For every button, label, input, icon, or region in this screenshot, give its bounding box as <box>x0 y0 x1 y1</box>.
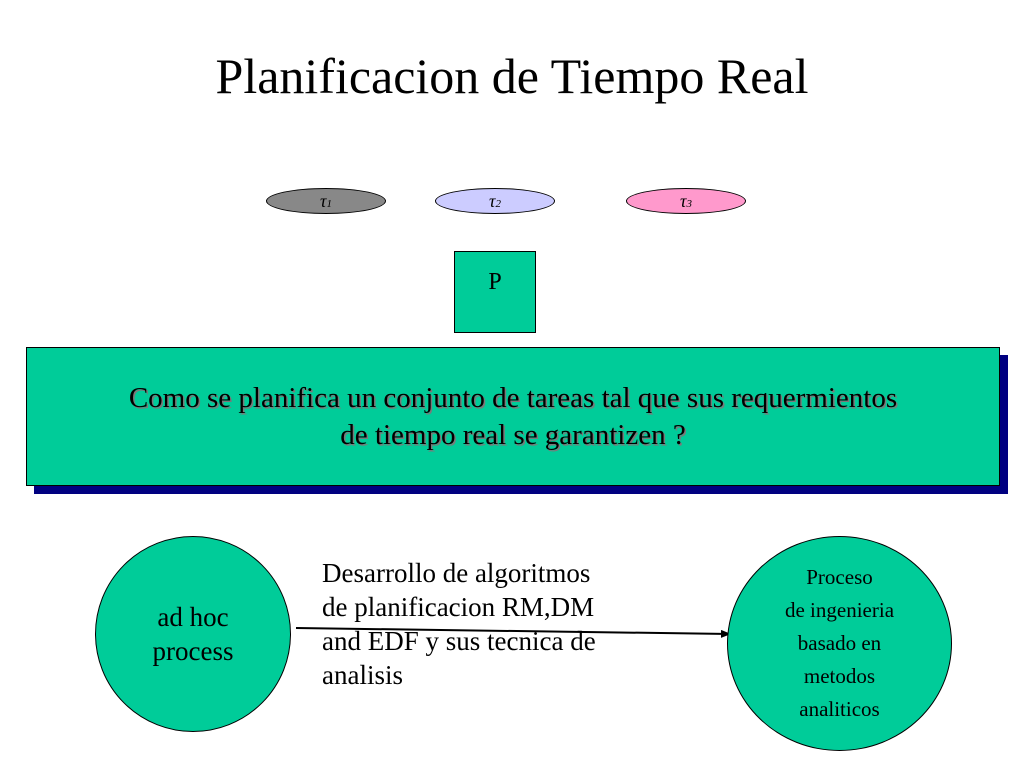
processor-label: P <box>488 268 502 295</box>
task-2-index: 2 <box>495 198 501 210</box>
slide-title: Planificacion de Tiempo Real <box>215 48 809 104</box>
processor-box: P <box>454 251 536 333</box>
task-3-symbol: τ <box>680 190 687 211</box>
transition-arrow-line <box>295 627 731 638</box>
engineering-process-label: Proceso de ingenieria basado en metodos … <box>784 565 895 721</box>
question-text: Como se planifica un conjunto de tareas … <box>128 381 898 451</box>
ad-hoc-process-circle: ad hoc process <box>95 536 291 732</box>
task-2-symbol: τ <box>489 190 496 211</box>
task-3-index: 3 <box>686 198 692 210</box>
task-1-index: 1 <box>326 198 332 210</box>
ad-hoc-process-label: ad hoc process <box>152 602 234 666</box>
question-box: Como se planifica un conjunto de tareas … <box>26 347 1000 486</box>
engineering-process-circle: Proceso de ingenieria basado en metodos … <box>727 536 952 751</box>
task-1-symbol: τ <box>320 190 327 211</box>
